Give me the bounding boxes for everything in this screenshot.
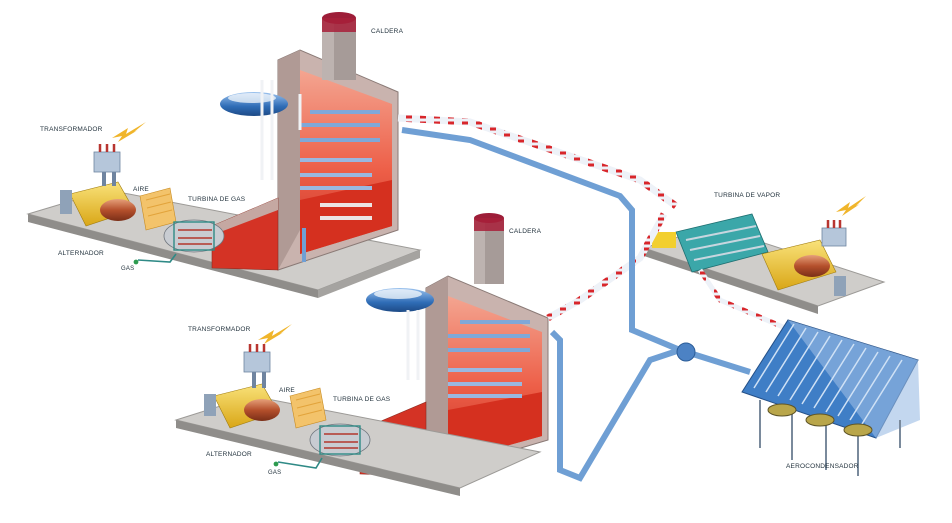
bottom-gas-turbine — [309, 423, 371, 457]
bottom-alternator — [204, 383, 280, 429]
top-riser-pipes — [260, 80, 302, 180]
bottom-generation-unit — [174, 324, 542, 496]
top-steam-drum — [220, 92, 288, 116]
transformador-bottom-label: TRANSFORMADOR — [188, 326, 251, 333]
caldera-top-label: CALDERA — [371, 28, 404, 35]
transformador-top-label: TRANSFORMADOR — [40, 126, 103, 133]
top-power-bolt-icon — [112, 122, 146, 142]
top-stack — [322, 12, 356, 80]
top-heat-exchanger-tubes — [300, 110, 380, 220]
second-steam-drum — [366, 288, 434, 312]
steam-turbine — [652, 213, 769, 273]
gas-bottom-label: GAS — [268, 470, 282, 476]
top-platform-side-right — [318, 250, 420, 298]
second-stack — [474, 213, 504, 284]
top-generation-unit — [26, 12, 422, 298]
second-riser-pipes — [406, 310, 420, 380]
alternador-bottom-label: ALTERNADOR — [206, 451, 252, 458]
bottom-gas-line — [277, 457, 323, 469]
alternador-top-label: ALTERNADOR — [58, 250, 104, 257]
steam-power-bolt-icon — [836, 196, 866, 216]
steam-transformer — [821, 220, 847, 247]
caldera-mid-label: CALDERA — [509, 228, 542, 235]
pump-icon — [676, 342, 696, 362]
aire-top-label: AIRE — [133, 186, 149, 193]
bottom-gas-valve-icon — [273, 461, 279, 467]
top-gas-valve-icon — [133, 259, 139, 265]
gas-top-label: GAS — [121, 266, 135, 272]
bottom-power-bolt-icon — [258, 324, 292, 344]
turbina-gas-bottom-label: TURBINA DE GAS — [333, 396, 391, 403]
aire-bottom-label: AIRE — [279, 387, 295, 394]
bottom-transformer — [243, 344, 271, 388]
top-air-filter — [139, 187, 177, 231]
steam-turbine-unit — [642, 196, 886, 314]
turbina-gas-top-label: TURBINA DE GAS — [188, 196, 246, 203]
top-platform-side — [28, 214, 318, 298]
aerocondensador-label: AEROCONDENSADOR — [786, 463, 859, 470]
top-transformer — [93, 144, 121, 186]
bottom-air-filter — [289, 387, 327, 429]
top-gas-turbine — [163, 219, 225, 253]
steam-alternator — [761, 239, 846, 296]
second-heat-exchanger-tubes — [448, 320, 530, 398]
turbina-vapor-label: TURBINA DE VAPOR — [714, 192, 781, 199]
air-condenser — [741, 319, 920, 476]
top-gas-line — [137, 253, 177, 263]
steam-piping — [302, 114, 791, 482]
